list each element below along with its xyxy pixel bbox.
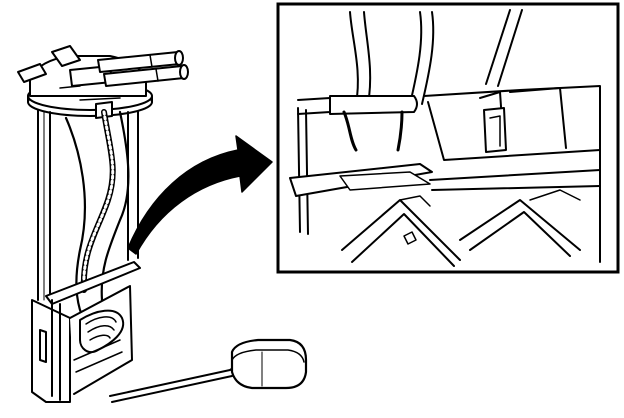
inset-drawing xyxy=(289,9,601,267)
float-arm xyxy=(109,365,237,403)
reservoir-bracket xyxy=(31,261,141,403)
fuel-level-float xyxy=(230,338,308,390)
outlet-tubes xyxy=(97,50,189,87)
support-rods xyxy=(37,109,139,301)
detail-inset xyxy=(276,2,620,274)
callout-arrow xyxy=(127,135,273,255)
fuel-pump-module xyxy=(17,45,308,403)
